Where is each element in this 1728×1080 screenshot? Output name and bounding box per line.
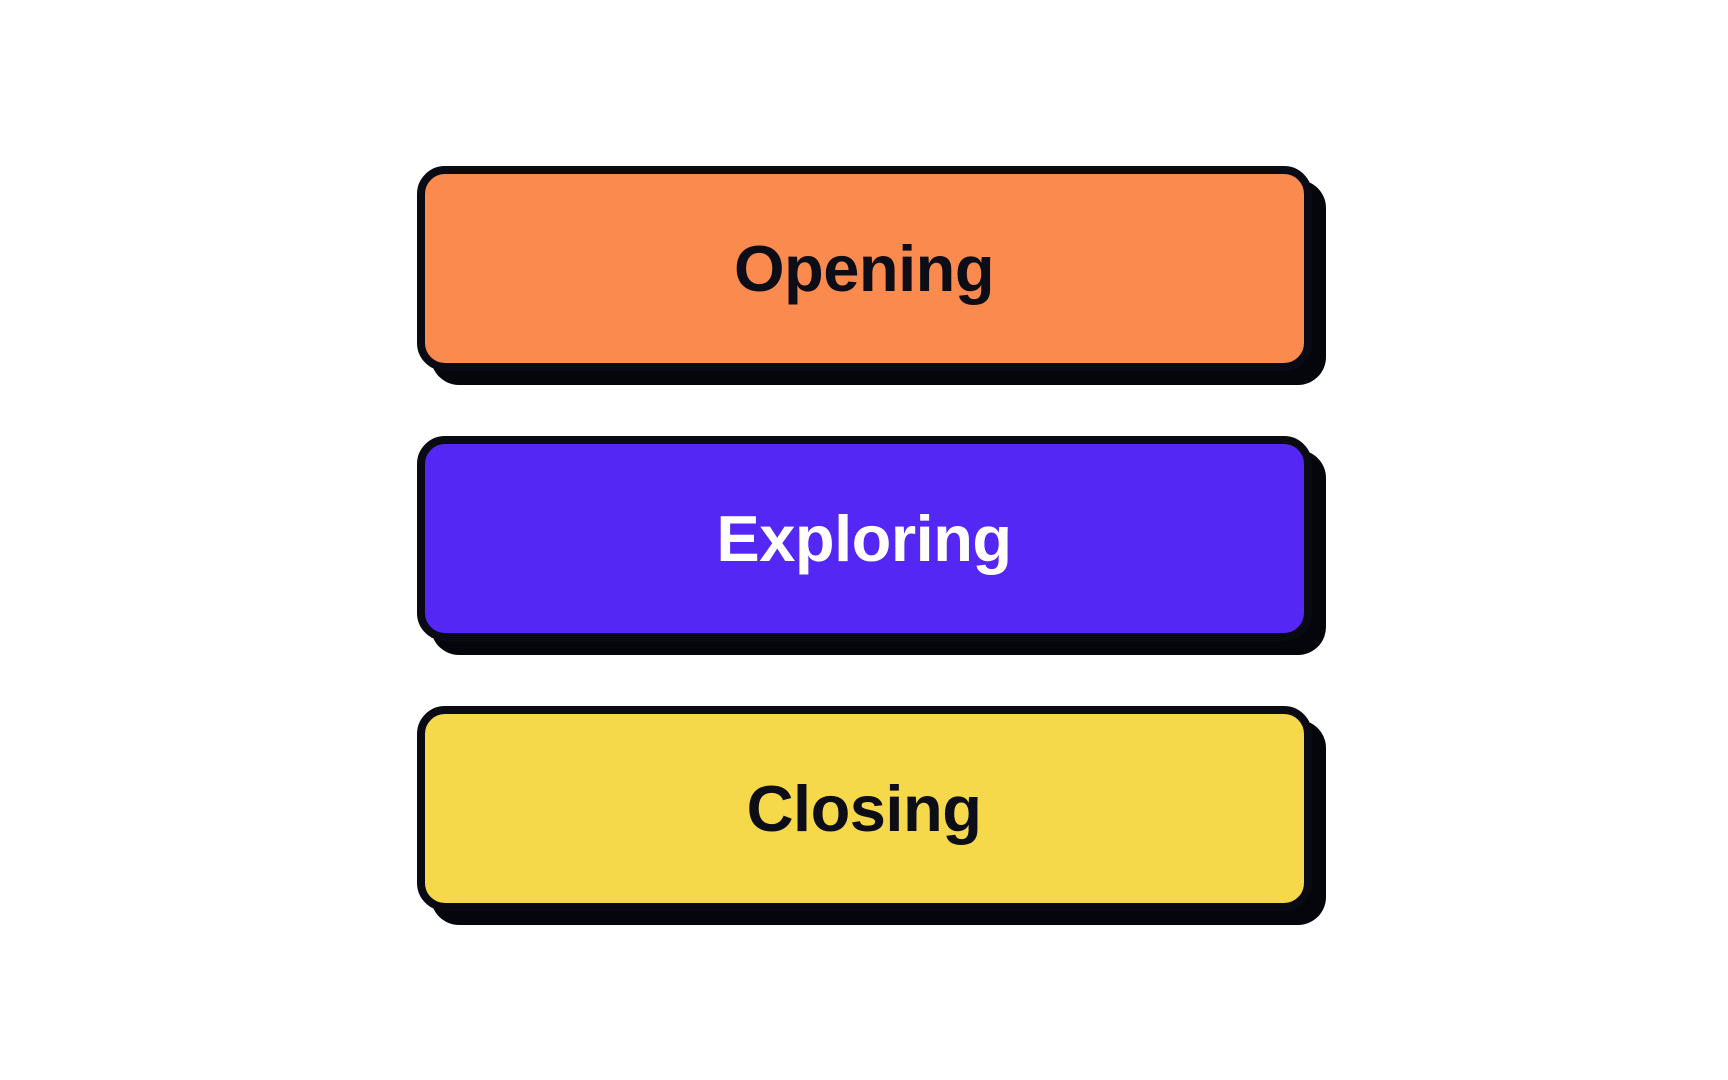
stage-card-closing-label: Closing: [746, 772, 982, 845]
stage-card-list: Opening Exploring Closing: [416, 166, 1312, 911]
stage-card-exploring[interactable]: Exploring: [416, 436, 1312, 641]
stage-card-opening[interactable]: Opening: [416, 166, 1312, 371]
stage-card-exploring-label: Exploring: [716, 502, 1012, 575]
stage-card-opening-label: Opening: [733, 232, 995, 305]
stage-card-closing[interactable]: Closing: [416, 706, 1312, 911]
